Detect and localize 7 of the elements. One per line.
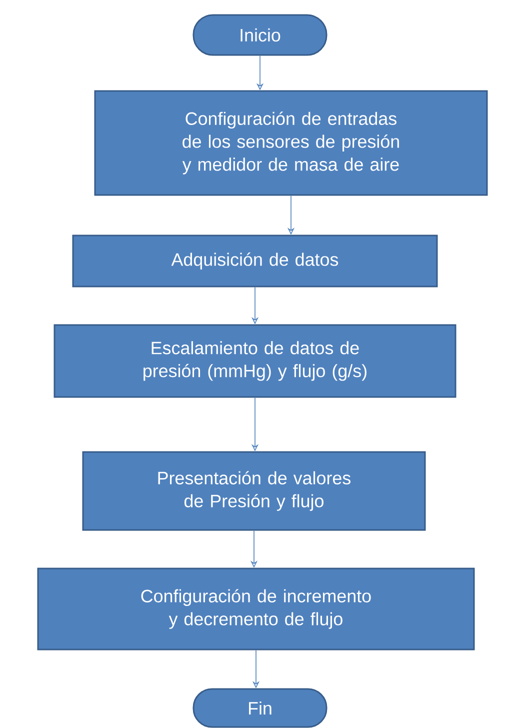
terminator: Inicio bbox=[192, 14, 328, 56]
process-box: Adquisición de datos bbox=[72, 234, 438, 288]
process-box: Configuración de incremento y decremento de flujo bbox=[37, 568, 475, 650]
terminator: Fin bbox=[192, 688, 328, 728]
process-box: Presentación de valores de Presión y flujo bbox=[82, 451, 426, 531]
process-box: Configuración de entradas de los sensores de presión y medidor de masa de aire bbox=[94, 90, 488, 196]
process-box: Escalamiento de datos de presión (mmHg) y flujo (g/s) bbox=[54, 324, 456, 398]
